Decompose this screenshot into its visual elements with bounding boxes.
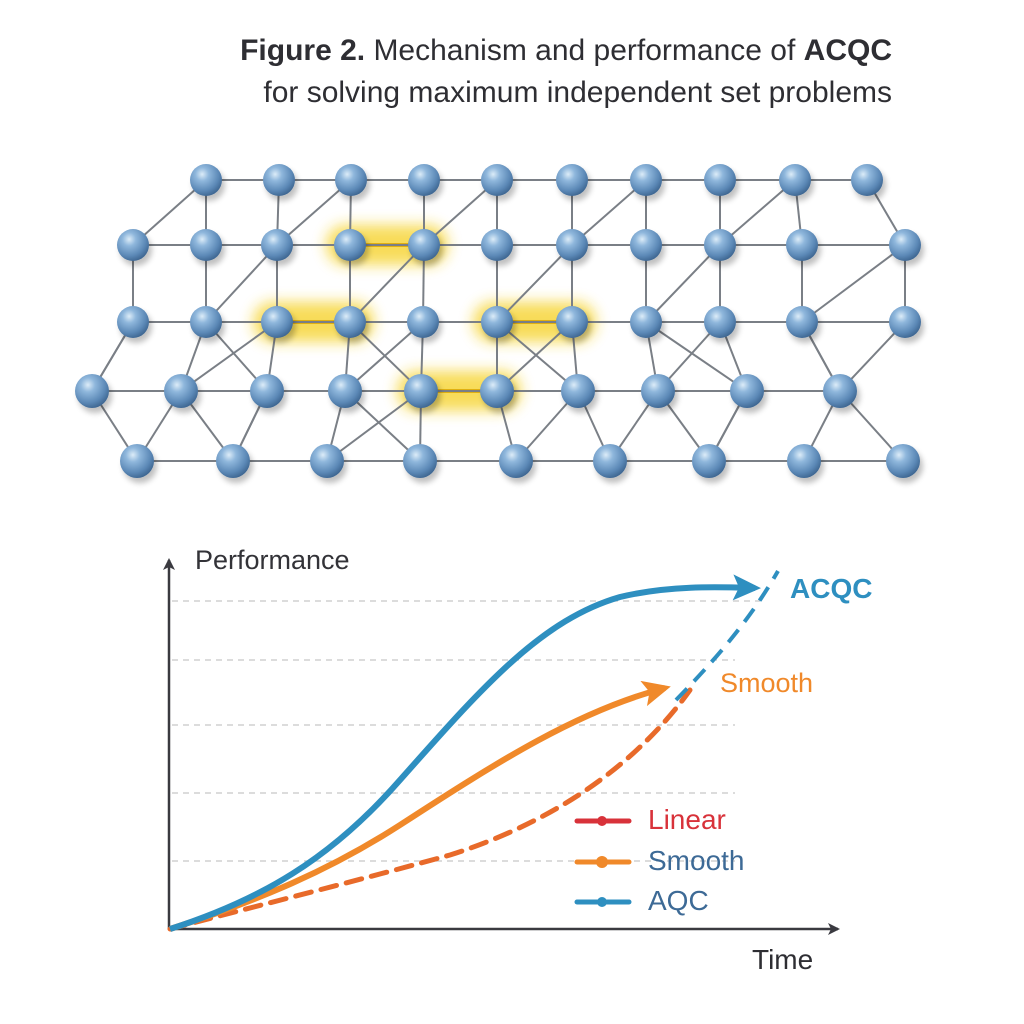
- smooth-end-label: Smooth: [720, 668, 814, 698]
- lattice-node: [334, 306, 366, 338]
- lattice-node: [261, 306, 293, 338]
- lattice-node: [117, 229, 149, 261]
- lattice-node: [120, 444, 154, 478]
- lattice-graph-diagram: [75, 164, 921, 478]
- lattice-node: [889, 229, 921, 261]
- lattice-node: [556, 164, 588, 196]
- lattice-node: [787, 444, 821, 478]
- lattice-node: [704, 164, 736, 196]
- lattice-node: [499, 444, 533, 478]
- lattice-node: [786, 229, 818, 261]
- lattice-node: [851, 164, 883, 196]
- lattice-node: [164, 374, 198, 408]
- lattice-node: [190, 164, 222, 196]
- lattice-node: [704, 306, 736, 338]
- lattice-node: [75, 374, 109, 408]
- smooth-series-line: [169, 680, 671, 932]
- lattice-node: [779, 164, 811, 196]
- acqc-extension-dashed: [674, 570, 780, 702]
- lattice-node: [190, 229, 222, 261]
- lattice-node: [328, 374, 362, 408]
- lattice-node: [704, 229, 736, 261]
- legend-swatch-aqc: [574, 897, 632, 907]
- lattice-node: [692, 444, 726, 478]
- lattice-node: [889, 306, 921, 338]
- lattice-node: [403, 444, 437, 478]
- lattice-node: [404, 374, 438, 408]
- lattice-nodes: [75, 164, 921, 478]
- x-axis-label: Time: [752, 944, 814, 975]
- figure-title-text: Mechanism and performance of: [365, 34, 804, 67]
- figure-title-line2: for solving maximum independent set prob…: [263, 76, 892, 109]
- lattice-node: [216, 444, 250, 478]
- lattice-node: [480, 374, 514, 408]
- figure-title-emphasis: ACQC: [803, 34, 892, 67]
- lattice-node: [886, 444, 920, 478]
- lattice-node: [630, 306, 662, 338]
- lattice-node: [408, 164, 440, 196]
- lattice-node: [556, 306, 588, 338]
- lattice-node: [556, 229, 588, 261]
- lattice-node: [593, 444, 627, 478]
- lattice-node: [630, 164, 662, 196]
- lattice-node: [630, 229, 662, 261]
- lattice-node: [481, 164, 513, 196]
- lattice-node: [250, 374, 284, 408]
- linear-series-line: [167, 687, 693, 932]
- figure-title-line1: Figure 2. Mechanism and performance of A…: [240, 34, 892, 68]
- lattice-node: [786, 306, 818, 338]
- lattice-node: [261, 229, 293, 261]
- lattice-node: [408, 229, 440, 261]
- lattice-node: [334, 229, 366, 261]
- acqc-end-label: ACQC: [790, 573, 873, 604]
- lattice-node: [263, 164, 295, 196]
- lattice-node: [561, 374, 595, 408]
- lattice-node: [730, 374, 764, 408]
- lattice-node: [481, 306, 513, 338]
- lattice-node: [407, 306, 439, 338]
- legend-label-linear: Linear: [648, 804, 726, 835]
- acqc-series-line: [169, 574, 761, 932]
- legend-swatch-smooth: [574, 856, 632, 868]
- lattice-node: [310, 444, 344, 478]
- lattice-node: [641, 374, 675, 408]
- chart-gridlines: [172, 600, 760, 862]
- y-axis-label: Performance: [195, 545, 350, 575]
- lattice-node: [481, 229, 513, 261]
- legend-label-smooth: Smooth: [648, 845, 745, 876]
- lattice-node: [117, 306, 149, 338]
- lattice-node: [190, 306, 222, 338]
- legend-label-aqc: AQC: [648, 885, 709, 916]
- legend-swatch-linear: [574, 816, 632, 826]
- lattice-node: [335, 164, 367, 196]
- figure-label: Figure 2.: [240, 34, 366, 67]
- lattice-node: [823, 374, 857, 408]
